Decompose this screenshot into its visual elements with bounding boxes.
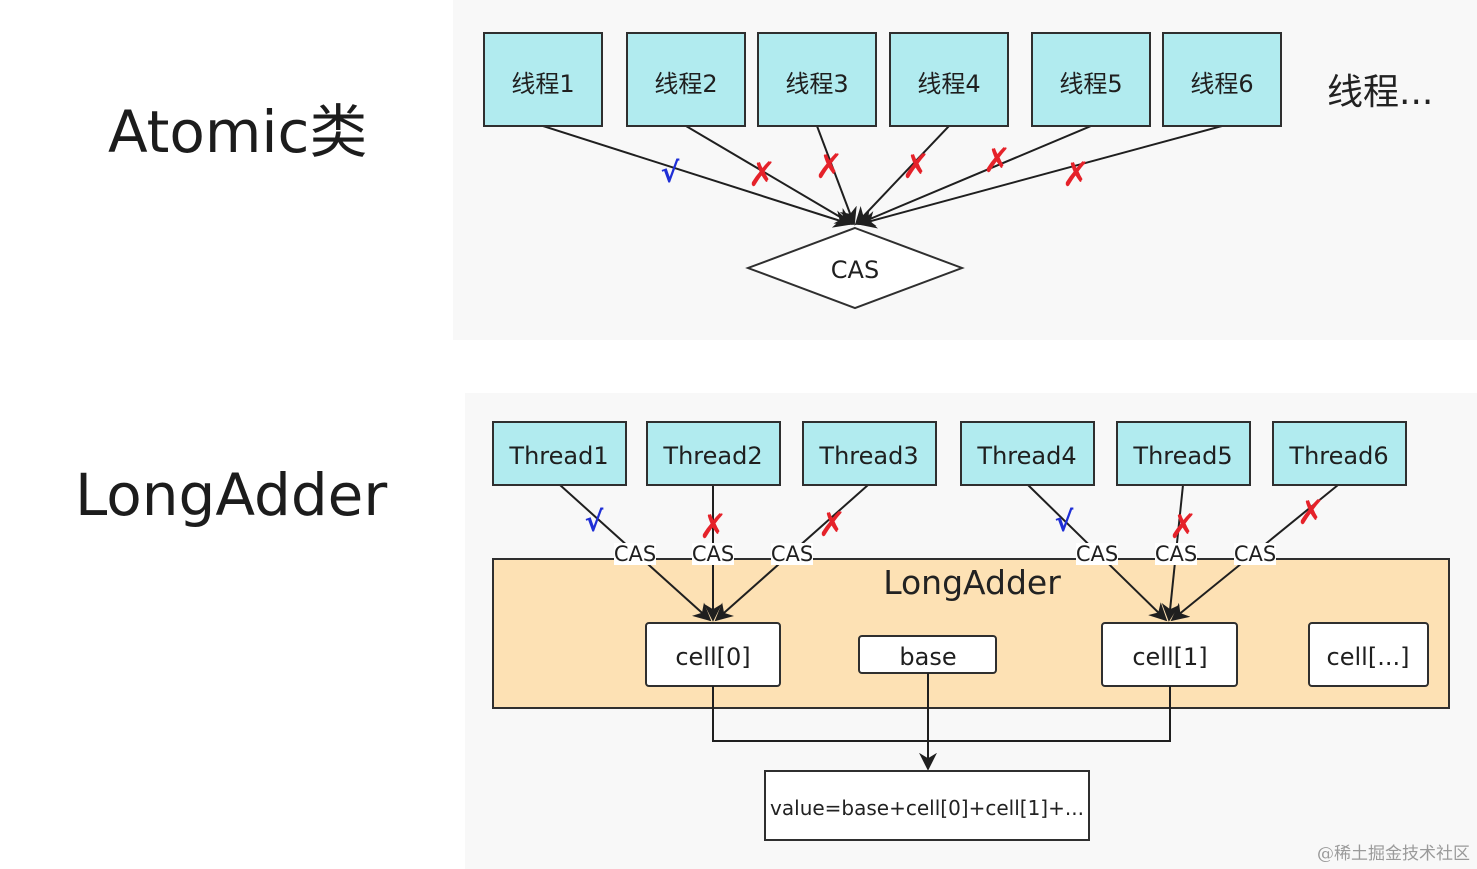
longadder-cas-text-4: CAS xyxy=(1076,542,1118,566)
atomic-thread-1-label: 线程1 xyxy=(511,70,574,98)
atomic-thread-3-label: 线程3 xyxy=(785,70,848,98)
atomic-section-title: Atomic类 xyxy=(108,98,367,166)
longadder-cas-label-6: CAS xyxy=(1234,542,1276,566)
atomic-result-5: ✗ xyxy=(983,141,1012,181)
atomic-result-6: ✗ xyxy=(1062,155,1091,195)
longadder-cas-text-1: CAS xyxy=(614,542,656,566)
atomic-cas-label: CAS xyxy=(831,256,879,284)
longadder-cas-label-1: CAS xyxy=(614,542,656,566)
atomic-edge-6 xyxy=(858,125,1223,229)
longadder-thread-4: Thread4 xyxy=(960,421,1095,486)
atomic-edge-1 xyxy=(542,125,852,228)
longadder-cas-text-5: CAS xyxy=(1155,542,1197,566)
base-label: base xyxy=(899,643,956,671)
base-node: base xyxy=(858,635,997,674)
atomic-thread-4: 线程4 xyxy=(889,32,1009,127)
longadder-thread-6: Thread6 xyxy=(1272,421,1407,486)
longadder-result-6: ✗ xyxy=(1297,493,1326,533)
atomic-thread-4-label: 线程4 xyxy=(917,70,980,98)
atomic-edge-5 xyxy=(856,125,1092,227)
longadder-thread-5: Thread5 xyxy=(1116,421,1251,486)
sum-connector xyxy=(712,686,1171,742)
cell-1-node: cell[1] xyxy=(1101,622,1238,687)
longadder-result-4: √ xyxy=(1055,505,1074,538)
longadder-result-1: √ xyxy=(585,505,604,538)
longadder-thread-4-label: Thread4 xyxy=(976,442,1076,470)
atomic-result-1: √ xyxy=(661,156,680,189)
longadder-thread-1: Thread1 xyxy=(492,421,627,486)
atomic-thread-6: 线程6 xyxy=(1162,32,1282,127)
cell-1-label: cell[1] xyxy=(1132,643,1207,671)
atomic-edge-2 xyxy=(685,125,854,225)
longadder-cas-text-6: CAS xyxy=(1234,542,1276,566)
atomic-thread-1: 线程1 xyxy=(483,32,603,127)
cell-0-label: cell[0] xyxy=(675,643,750,671)
cell-more-node: cell[...] xyxy=(1308,622,1429,687)
longadder-section-title: LongAdder xyxy=(75,461,387,529)
atomic-edge-3 xyxy=(816,125,857,226)
longadder-result-2: ✗ xyxy=(699,507,728,547)
longadder-cas-label-3: CAS xyxy=(771,542,813,566)
longadder-result-5: ✗ xyxy=(1169,507,1198,547)
watermark: @稀土掘金技术社区 xyxy=(1317,844,1470,864)
atomic-thread-3: 线程3 xyxy=(757,32,877,127)
cell-0-node: cell[0] xyxy=(645,622,781,687)
atomic-thread-6-label: 线程6 xyxy=(1190,70,1253,98)
longadder-cas-label-2: CAS xyxy=(692,542,734,566)
longadder-thread-3: Thread3 xyxy=(802,421,937,486)
longadder-thread-3-label: Thread3 xyxy=(818,442,918,470)
longadder-thread-6-label: Thread6 xyxy=(1288,442,1388,470)
longadder-cas-label-5: CAS xyxy=(1155,542,1197,566)
longadder-thread-2: Thread2 xyxy=(646,421,781,486)
longadder-thread-5-label: Thread5 xyxy=(1132,442,1232,470)
atomic-thread-2-label: 线程2 xyxy=(654,70,717,98)
longadder-cas-text-3: CAS xyxy=(771,542,813,566)
atomic-result-4: ✗ xyxy=(902,147,931,187)
longadder-cas-label-4: CAS xyxy=(1076,542,1118,566)
sum-label: value=base+cell[0]+cell[1]+... xyxy=(770,796,1084,820)
longadder-thread-2-label: Thread2 xyxy=(662,442,762,470)
atomic-thread-5-label: 线程5 xyxy=(1059,70,1122,98)
cell-more-label: cell[...] xyxy=(1327,643,1410,671)
atomic-result-2: ✗ xyxy=(748,155,777,195)
longadder-cas-text-2: CAS xyxy=(692,542,734,566)
sum-node: value=base+cell[0]+cell[1]+... xyxy=(764,770,1090,841)
atomic-cas-node: CAS xyxy=(745,226,965,310)
atomic-thread-2: 线程2 xyxy=(626,32,746,127)
atomic-more-threads: 线程... xyxy=(1327,72,1433,113)
longadder-thread-1-label: Thread1 xyxy=(508,442,608,470)
atomic-edge-4 xyxy=(854,125,950,226)
longadder-result-3: ✗ xyxy=(818,505,847,545)
longadder-container-title: LongAdder xyxy=(883,563,1061,602)
atomic-result-3: ✗ xyxy=(815,147,844,187)
atomic-thread-5: 线程5 xyxy=(1031,32,1151,127)
